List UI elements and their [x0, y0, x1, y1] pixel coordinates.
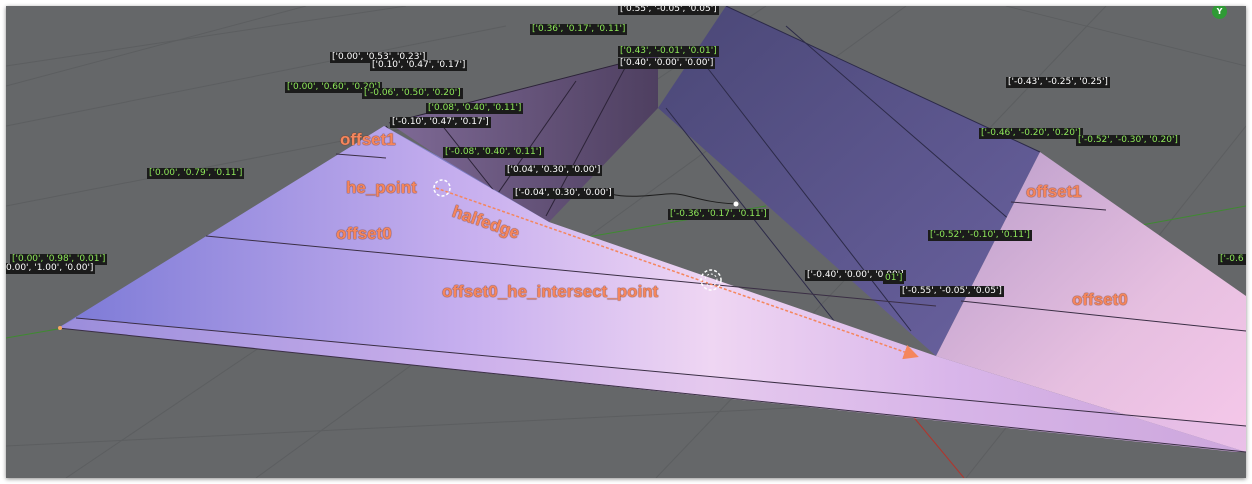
vertex-label: ['0.40', '0.00', '0.00'] — [618, 58, 716, 69]
vertex-label: ['0.36', '0.17', '0.11'] — [530, 24, 628, 35]
he-point-marker — [433, 179, 451, 197]
vertex-label: ['-0.52', '-0.10', '0.11'] — [928, 230, 1032, 241]
axis-y-gizmo[interactable]: Y — [1212, 6, 1227, 19]
vertex-label: ['0.08', '0.40', '0.11'] — [426, 103, 524, 114]
annotation-offset0-right: offset0 — [1072, 290, 1128, 309]
vertex-label: ['0.00', '0.60', '0.20'] — [285, 82, 383, 93]
vertex-label: 01'] — [883, 273, 905, 284]
vertex-label: ['0.43', '-0.01', '0.01'] — [618, 46, 719, 57]
vertex-label: ['0.00', '0.79', '0.11'] — [147, 168, 245, 179]
vertex-label: ['-0.52', '-0.30', '0.20'] — [1076, 135, 1180, 146]
annotation-offset0-left: offset0 — [336, 224, 392, 243]
vertex-label: ['0.00', '0.53', '0.23'] — [330, 52, 428, 63]
vertex-label: 0.00', '1.00', '0.00'] — [6, 263, 96, 274]
vertex-label: ['-0.40', '0.00', '0.00'] — [805, 270, 906, 281]
x-axis-line — [910, 413, 965, 478]
annotation-offset1-right: offset1 — [1026, 182, 1082, 201]
scene-canvas — [6, 6, 1246, 478]
vertex-label: ['-0.04', '0.30', '0.00'] — [513, 188, 614, 199]
vertex-label: ['-0.36', '0.17', '0.11'] — [668, 209, 769, 220]
right-floor-face — [936, 152, 1246, 452]
intersect-point-marker — [700, 269, 722, 291]
vertex-label: ['0.55', '-0.05', '0.05'] — [618, 6, 719, 15]
vertex-label: ['-0.46', '-0.20', '0.20'] — [979, 128, 1083, 139]
vertex-label: ['-0.43', '-0.25', '0.25'] — [1006, 77, 1110, 88]
vertex-label: ['0.10', '0.47', '0.17'] — [370, 60, 468, 71]
vertex-label: ['-0.10', '0.47', '0.17'] — [390, 117, 491, 128]
vertex-label: ['0.00', '0.98', '0.01'] — [10, 254, 108, 265]
vertex-label: ['-0.6 — [1218, 254, 1246, 265]
right-wall-face — [658, 6, 1040, 356]
annotation-he-point: he_point — [346, 178, 417, 197]
left-floor-face — [58, 126, 1246, 452]
left-wall-face — [389, 54, 658, 222]
3d-viewport[interactable]: Y ['0.55', '-0.05', '0.05'] ['0.36', '0.… — [6, 6, 1246, 478]
vertex-label: ['0.04', '0.30', '0.00'] — [505, 165, 603, 176]
vertex-label: ['-0.55', '-0.05', '0.05'] — [900, 286, 1004, 297]
vertex-label: ['-0.06', '0.50', '0.20'] — [362, 88, 463, 99]
annotation-intersect-point: offset0_he_intersect_point — [442, 282, 659, 301]
vertex-label: ['-0.08', '0.40', '0.11'] — [443, 147, 544, 158]
annotation-offset1-left: offset1 — [340, 130, 396, 149]
cursor-trail — [610, 193, 737, 205]
